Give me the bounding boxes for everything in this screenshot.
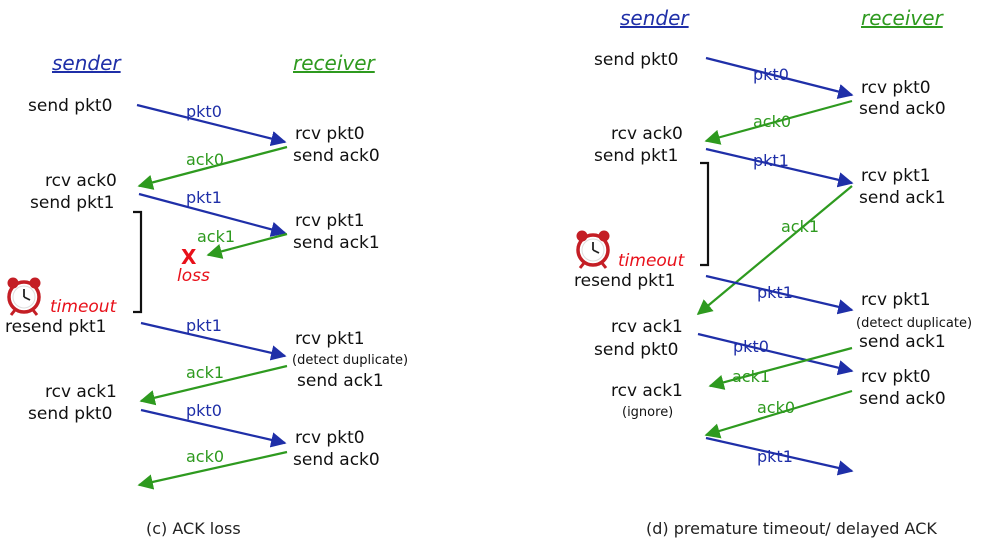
panel-d-receiver-event: send ack1 (859, 332, 946, 352)
panel-c-sender-event: rcv ack1 (45, 382, 117, 402)
panel-d-message-label: ack1 (732, 367, 770, 386)
panel-d-sender-event: send pkt0 (594, 50, 678, 70)
panel-d-receiver-event: rcv pkt0 (861, 367, 931, 387)
panel-d-message-arrow (705, 147, 854, 188)
alarm-clock-icon (5, 275, 43, 317)
panel-c-receiver-header: receiver (293, 51, 377, 75)
panel-d-message-arrow (705, 274, 854, 315)
panel-d-message-label: pkt1 (757, 447, 793, 466)
panel-c-sender-event: send pkt1 (30, 193, 114, 213)
panel-d-receiver-event: send ack0 (859, 99, 946, 119)
panel-c-sender-header: sender (52, 51, 122, 75)
panel-d-receiver-note: (detect duplicate) (856, 316, 972, 331)
panel-c-message-arrow (140, 321, 287, 361)
panel-d-message-arrow (705, 436, 854, 476)
panel-d-message-label: ack0 (757, 398, 795, 417)
panel-c-receiver-event: rcv pkt0 (295, 428, 365, 448)
panel-c-message-label: ack1 (197, 227, 235, 246)
panel-d-message-arrow (704, 99, 853, 145)
panel-d-sender-note: (ignore) (622, 405, 673, 420)
panel-c-message-arrow (206, 232, 288, 259)
panel-d-sender-header: sender (620, 6, 690, 30)
panel-c-receiver-event: rcv pkt1 (295, 329, 365, 349)
panel-c-receiver-event: send ack0 (293, 450, 380, 470)
panel-d-receiver-event: rcv pkt1 (861, 166, 931, 186)
panel-c-message-arrow (137, 145, 288, 190)
panel-c-caption: (c) ACK loss (146, 519, 241, 538)
panel-c-message-arrow (140, 408, 287, 448)
panel-c-message-label: pkt0 (186, 102, 222, 121)
panel-d-sender-event: send pkt1 (594, 146, 678, 166)
panel-d-caption: (d) premature timeout/ delayed ACK (646, 519, 937, 538)
panel-d-message-arrow (705, 56, 854, 100)
panel-c-message-arrow (137, 450, 288, 490)
panel-c-message-label: pkt1 (186, 316, 222, 335)
panel-d-message-label: pkt1 (753, 151, 789, 170)
panel-c-sender-event: resend pkt1 (5, 317, 106, 337)
panel-c-message-arrow (139, 364, 288, 406)
panel-c-message-label: ack0 (186, 447, 224, 466)
panel-d-sender-event: rcv ack1 (611, 381, 683, 401)
panel-c-receiver-event: rcv pkt1 (295, 211, 365, 231)
panel-d-message-label: pkt1 (757, 283, 793, 302)
alarm-clock-icon (574, 228, 612, 270)
panel-d-sender-event: rcv ack1 (611, 317, 683, 337)
panel-d-receiver-event: rcv pkt0 (861, 78, 931, 98)
panel-c-message-label: pkt1 (186, 188, 222, 207)
panel-d: sender receiver send pkt0 rcv ack0 send … (574, 6, 972, 538)
panel-d-receiver-event: send ack1 (859, 188, 946, 208)
panel-d-message-label: ack1 (781, 217, 819, 236)
panel-d-message-arrow (704, 389, 853, 439)
panel-c-message-label: ack1 (186, 363, 224, 382)
panel-c-message-label: pkt0 (186, 401, 222, 420)
panel-c-message-arrow (138, 192, 287, 237)
panel-d-message-label: pkt0 (733, 337, 769, 356)
panel-c-message-label: ack0 (186, 150, 224, 169)
panel-d-message-arrow (696, 185, 853, 315)
panel-d-timeout-bracket (700, 161, 710, 267)
panel-d-timeout-label: timeout (618, 251, 686, 271)
panel-d-message-arrow (708, 346, 853, 390)
panel-d-sender-event: rcv ack0 (611, 124, 683, 144)
panel-c-timeout-label: timeout (50, 297, 118, 317)
panel-c-sender-event: send pkt0 (28, 96, 112, 116)
panel-c-timeout-bracket (133, 210, 143, 314)
panel-d-receiver-event: rcv pkt1 (861, 290, 931, 310)
loss-label: loss (177, 266, 210, 286)
panel-c: sender receiver send pkt0 rcv ack0 send … (5, 51, 408, 538)
panel-d-message-arrow (697, 332, 854, 376)
panel-d-receiver-event: send ack0 (859, 389, 946, 409)
panel-c-message-arrow (136, 103, 287, 147)
panel-c-receiver-event: rcv pkt0 (295, 124, 365, 144)
panel-c-receiver-event: send ack1 (297, 371, 384, 391)
panel-c-sender-event: rcv ack0 (45, 171, 117, 191)
panel-c-sender-event: send pkt0 (28, 404, 112, 424)
loss-x-mark: X (181, 245, 197, 269)
panel-c-receiver-note: (detect duplicate) (292, 353, 408, 368)
panel-d-message-label: pkt0 (753, 65, 789, 84)
panel-c-receiver-event: send ack0 (293, 146, 380, 166)
panel-d-message-label: ack0 (753, 112, 791, 131)
panel-d-sender-event: resend pkt1 (574, 271, 675, 291)
panel-d-sender-event: send pkt0 (594, 340, 678, 360)
panel-d-receiver-header: receiver (861, 6, 945, 30)
panel-c-receiver-event: send ack1 (293, 233, 380, 253)
